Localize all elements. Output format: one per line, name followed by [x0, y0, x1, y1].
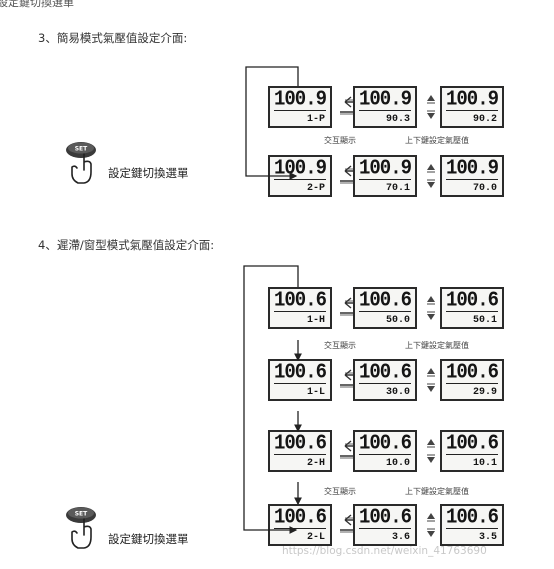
lcd-sub-value: 3.5	[478, 532, 497, 543]
lcd-divider	[274, 383, 326, 384]
lcd-display-mode: 100.6 1-H	[268, 287, 332, 329]
lcd-sub-value: 3.6	[391, 532, 410, 543]
lcd-divider	[274, 311, 326, 312]
lcd-display-current: 100.9 70.1	[353, 155, 417, 197]
lcd-sub-value: 1-H	[306, 315, 325, 326]
lcd-sub-value: 90.3	[385, 114, 410, 125]
s3-loop-line	[245, 66, 299, 180]
section4-caption-alternate: 交互顯示	[324, 341, 356, 350]
lcd-display-current: 100.9 90.3	[353, 86, 417, 128]
lcd-divider	[446, 454, 498, 455]
set-key-label: SET	[75, 511, 88, 518]
lcd-divider	[446, 311, 498, 312]
section3-caption-updown: 上下鍵設定氣壓值	[405, 136, 469, 145]
lcd-display-set: 100.9 70.0	[440, 155, 504, 197]
lcd-divider	[359, 528, 411, 529]
lcd-main-value: 100.6	[273, 504, 327, 530]
section3-set-note: 設定鍵切換選單	[108, 166, 189, 180]
lcd-main-value: 100.6	[445, 287, 499, 313]
lcd-divider	[446, 528, 498, 529]
lcd-display-current: 100.6 30.0	[353, 359, 417, 401]
top-cut-text: 設定鍵切換選單	[0, 0, 74, 9]
lcd-main-value: 100.9	[358, 86, 412, 112]
lcd-main-value: 100.6	[358, 287, 412, 313]
section4-caption-updown-2: 上下鍵設定氣壓值	[405, 487, 469, 496]
lcd-divider	[446, 383, 498, 384]
lcd-sub-value: 90.2	[472, 114, 497, 125]
lcd-sub-value: 50.0	[385, 315, 410, 326]
up-down-keys-icon	[427, 513, 435, 537]
set-key-hand-icon: SET	[64, 140, 104, 186]
lcd-divider	[274, 110, 326, 111]
up-down-keys-icon	[427, 368, 435, 392]
lcd-divider	[359, 454, 411, 455]
lcd-sub-value: 10.1	[472, 458, 497, 469]
lcd-main-value: 100.6	[445, 504, 499, 530]
lcd-sub-value: 1-L	[306, 387, 325, 398]
lcd-divider	[274, 179, 326, 180]
lcd-sub-value: 2-P	[306, 183, 325, 194]
lcd-sub-value: 10.0	[385, 458, 410, 469]
lcd-display-set: 100.6 29.9	[440, 359, 504, 401]
lcd-divider	[274, 528, 326, 529]
section4-caption-alternate-2: 交互顯示	[324, 487, 356, 496]
lcd-divider	[359, 383, 411, 384]
lcd-main-value: 100.6	[445, 430, 499, 456]
lcd-main-value: 100.6	[273, 287, 327, 313]
lcd-display-mode: 100.6 1-L	[268, 359, 332, 401]
section4-set-note: 設定鍵切換選單	[108, 532, 189, 546]
lcd-main-value: 100.6	[358, 359, 412, 385]
lcd-display-current: 100.6 10.0	[353, 430, 417, 472]
lcd-divider	[359, 311, 411, 312]
lcd-main-value: 100.9	[273, 86, 327, 112]
watermark: https://blog.csdn.net/weixin_41763690	[282, 545, 487, 557]
lcd-display-set: 100.9 90.2	[440, 86, 504, 128]
lcd-sub-value: 1-P	[306, 114, 325, 125]
lcd-main-value: 100.9	[273, 155, 327, 181]
lcd-main-value: 100.6	[273, 359, 327, 385]
set-key-label: SET	[75, 146, 88, 153]
lcd-divider	[446, 110, 498, 111]
up-down-keys-icon	[427, 95, 435, 119]
lcd-sub-value: 29.9	[472, 387, 497, 398]
lcd-sub-value: 70.0	[472, 183, 497, 194]
lcd-main-value: 100.6	[445, 359, 499, 385]
lcd-sub-value: 2-L	[306, 532, 325, 543]
lcd-main-value: 100.9	[358, 155, 412, 181]
lcd-display-mode: 100.6 2-H	[268, 430, 332, 472]
section3-caption-alternate: 交互顯示	[324, 136, 356, 145]
lcd-display-set: 100.6 10.1	[440, 430, 504, 472]
lcd-main-value: 100.6	[273, 430, 327, 456]
lcd-sub-value: 70.1	[385, 183, 410, 194]
lcd-display-set: 100.6 50.1	[440, 287, 504, 329]
lcd-divider	[446, 179, 498, 180]
up-down-keys-icon	[427, 164, 435, 188]
lcd-sub-value: 30.0	[385, 387, 410, 398]
up-down-keys-icon	[427, 439, 435, 463]
section4-title: 4、遲滯/窗型模式氣壓值設定介面:	[38, 238, 215, 252]
lcd-divider	[359, 110, 411, 111]
lcd-display-mode: 100.9 1-P	[268, 86, 332, 128]
set-key-hand-icon: SET	[64, 505, 104, 551]
lcd-divider	[359, 179, 411, 180]
section3-title: 3、簡易模式氣壓值設定介面:	[38, 31, 188, 45]
lcd-sub-value: 50.1	[472, 315, 497, 326]
lcd-display-current: 100.6 50.0	[353, 287, 417, 329]
lcd-divider	[274, 454, 326, 455]
lcd-main-value: 100.9	[445, 155, 499, 181]
lcd-sub-value: 2-H	[306, 458, 325, 469]
lcd-display-set: 100.6 3.5	[440, 504, 504, 546]
up-down-keys-icon	[427, 296, 435, 320]
lcd-main-value: 100.6	[358, 504, 412, 530]
lcd-display-mode: 100.6 2-L	[268, 504, 332, 546]
lcd-main-value: 100.9	[445, 86, 499, 112]
s4-loop-line	[243, 265, 299, 534]
section4-caption-updown: 上下鍵設定氣壓值	[405, 341, 469, 350]
lcd-main-value: 100.6	[358, 430, 412, 456]
lcd-display-current: 100.6 3.6	[353, 504, 417, 546]
